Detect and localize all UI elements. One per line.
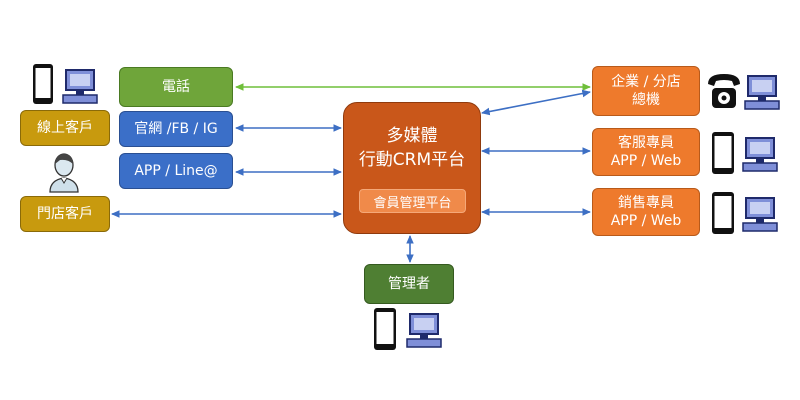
channel-app-node: APP / Line@ bbox=[119, 153, 233, 189]
channel-web-label: 官網 /FB / IG bbox=[134, 121, 218, 137]
desktop-computer-icon bbox=[744, 75, 780, 110]
channel-app-label: APP / Line@ bbox=[134, 163, 218, 179]
admin-label: 管理者 bbox=[388, 276, 430, 292]
online-customer-devices bbox=[33, 64, 98, 104]
desktop-computer-icon bbox=[742, 197, 778, 232]
crm-platform-hub: 多媒體 行動CRM平台 會員管理平台 bbox=[343, 102, 481, 234]
branch-line2: 總機 bbox=[632, 92, 660, 108]
smartphone-icon bbox=[33, 64, 53, 104]
member-management-platform: 會員管理平台 bbox=[359, 189, 466, 213]
smartphone-icon bbox=[712, 132, 734, 174]
service-line1: 客服專員 bbox=[618, 135, 674, 151]
service-devices bbox=[712, 132, 778, 174]
service-line2: APP / Web bbox=[610, 153, 682, 169]
channel-phone-label: 電話 bbox=[162, 79, 190, 95]
smartphone-icon bbox=[374, 308, 396, 350]
admin-devices bbox=[374, 308, 442, 350]
hub-title-line2: 行動CRM平台 bbox=[358, 150, 466, 170]
store-customer-node: 門店客戶 bbox=[20, 196, 110, 232]
sales-staff-node: 銷售專員 APP / Web bbox=[592, 188, 700, 236]
branch-line1: 企業 / 分店 bbox=[611, 74, 681, 90]
desktop-computer-icon bbox=[62, 69, 98, 104]
online-customer-label: 線上客戶 bbox=[37, 120, 93, 136]
admin-node: 管理者 bbox=[364, 264, 454, 304]
channel-web-node: 官網 /FB / IG bbox=[119, 111, 233, 147]
service-staff-node: 客服專員 APP / Web bbox=[592, 128, 700, 176]
online-customer-node: 線上客戶 bbox=[20, 110, 110, 146]
telephone-icon bbox=[708, 74, 740, 108]
store-customer-label: 門店客戶 bbox=[37, 206, 93, 222]
hub-title-line1: 多媒體 bbox=[386, 126, 438, 146]
sales-line2: APP / Web bbox=[610, 213, 682, 229]
smartphone-icon bbox=[712, 192, 734, 234]
branch-switchboard-node: 企業 / 分店 總機 bbox=[592, 66, 700, 116]
branch-devices bbox=[708, 74, 780, 110]
sales-devices bbox=[712, 192, 778, 234]
person-avatar-icon bbox=[49, 153, 79, 193]
channel-phone-node: 電話 bbox=[119, 67, 233, 107]
sales-line1: 銷售專員 bbox=[618, 195, 674, 211]
desktop-computer-icon bbox=[742, 137, 778, 172]
edge-hub-branch bbox=[481, 89, 591, 116]
desktop-computer-icon bbox=[406, 313, 442, 348]
